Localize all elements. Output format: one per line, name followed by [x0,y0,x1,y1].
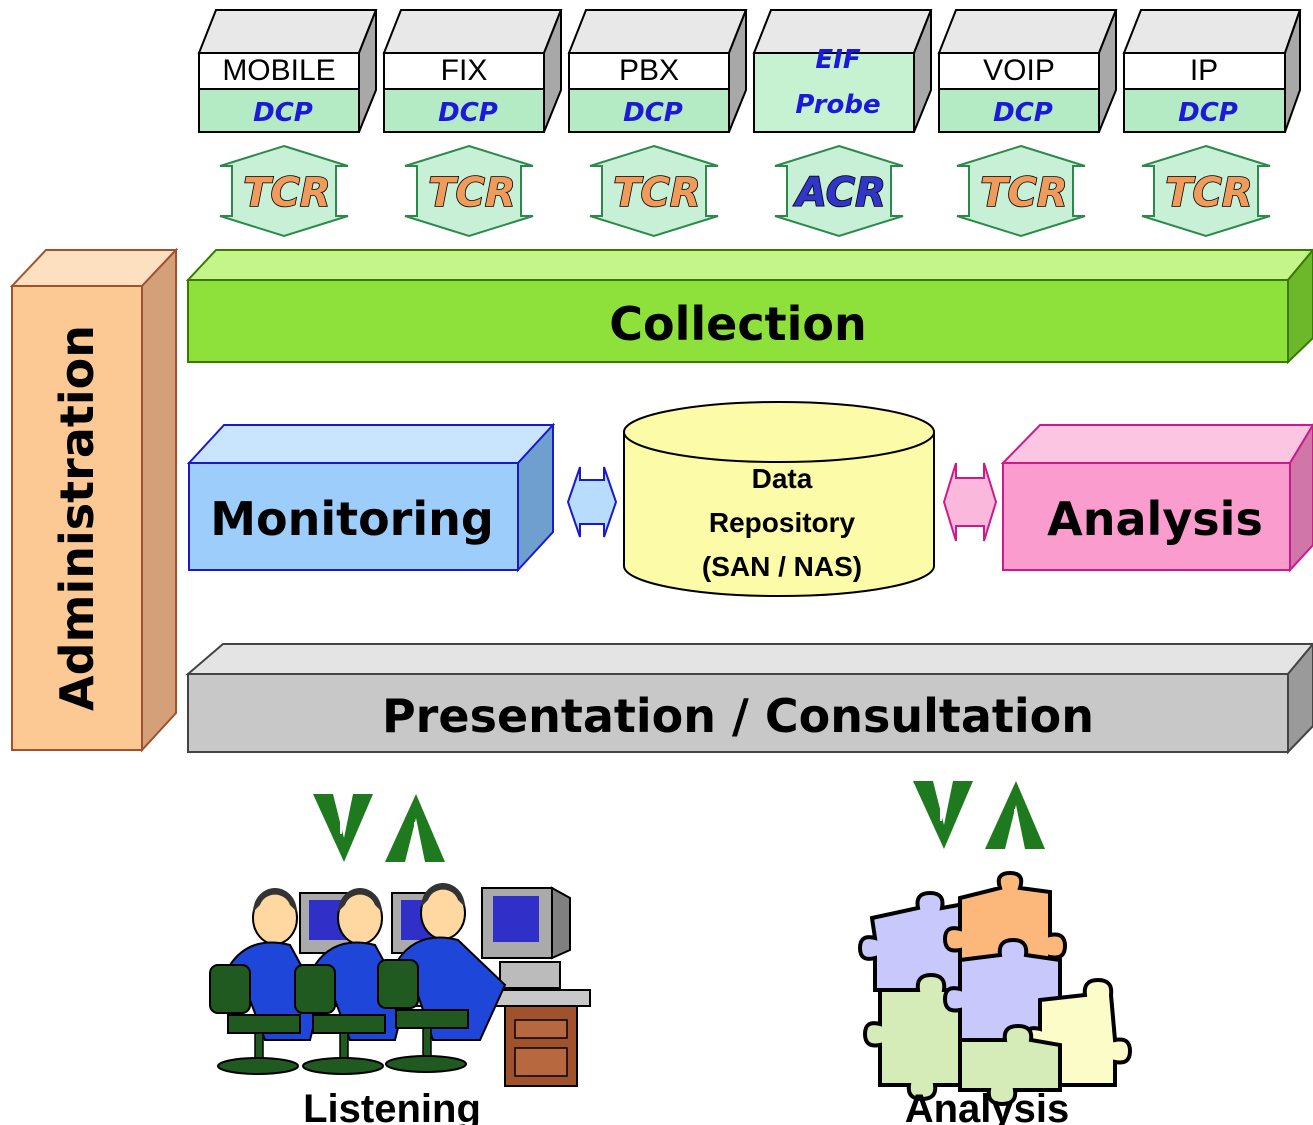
administration-label: Administration [50,325,104,711]
exchange-arrow-4: ACR [774,144,904,238]
administration-block: Administration [9,247,179,753]
source-protocol: DCP [438,98,498,128]
analysis-block: Analysis [1000,423,1313,573]
source-protocol: DCP [253,98,313,128]
source-protocol: Probe [795,90,880,120]
data-repository: Data Repository (SAN / NAS) [623,401,935,597]
arrow-down-icon [913,781,973,849]
analysis-caption: Analysis [905,1087,1070,1125]
arrow-up-icon [385,794,445,862]
repository-line-2: Repository [709,507,856,538]
exchange-label: TCR [243,170,330,216]
exchange-label: TCR [1165,170,1252,216]
analysis-flow-arrows [913,781,1045,849]
collection-label: Collection [609,297,866,351]
exchange-label: ACR [793,170,886,216]
source-fix: FIX DCP [382,9,563,133]
collection-layer: Collection [185,248,1313,365]
arrow-up-icon [985,781,1045,849]
exchange-arrow-6: TCR [1141,144,1271,238]
listening-flow-arrows [313,794,445,862]
source-ip: IP DCP [1122,9,1302,133]
presentation-label: Presentation / Consultation [382,689,1094,743]
source-mobile: MOBILE DCP [197,9,378,133]
listening-operators-illustration [209,883,591,1087]
exchange-arrow-3: TCR [589,144,719,238]
analysis-label: Analysis [1047,492,1263,546]
repository-line-1: Data [752,463,813,494]
source-voip: VOIP DCP [937,9,1118,133]
exchange-arrow-5: TCR [956,144,1086,238]
source-title: IP [1190,54,1218,87]
source-pbx: PBX DCP [567,9,748,133]
source-title: PBX [619,54,679,87]
repository-line-3: (SAN / NAS) [702,551,862,582]
source-title: MOBILE [222,54,335,87]
operator-3 [377,883,507,1073]
presentation-layer: Presentation / Consultation [185,642,1313,755]
exchange-label: TCR [613,170,700,216]
source-protocol: DCP [623,98,683,128]
source-protocol: DCP [993,98,1053,128]
source-protocol: DCP [1178,98,1238,128]
monitoring-label: Monitoring [210,492,494,546]
source-title: VOIP [983,54,1055,87]
puzzle-pieces-illustration [857,870,1133,1107]
source-title: EIF [815,45,860,75]
exchange-arrow-2: TCR [404,144,534,238]
monitoring-repository-link [566,466,618,538]
arrow-down-icon [313,794,373,862]
source-eif-probe: EIF Probe [752,9,933,133]
listening-caption: Listening [303,1087,481,1125]
exchange-arrow-1: TCR [219,144,349,238]
exchange-label: TCR [980,170,1067,216]
source-title: FIX [441,54,488,87]
operator-1 [209,888,322,1075]
repository-analysis-link [942,462,998,542]
exchange-label: TCR [428,170,515,216]
monitoring-block: Monitoring [186,422,556,573]
